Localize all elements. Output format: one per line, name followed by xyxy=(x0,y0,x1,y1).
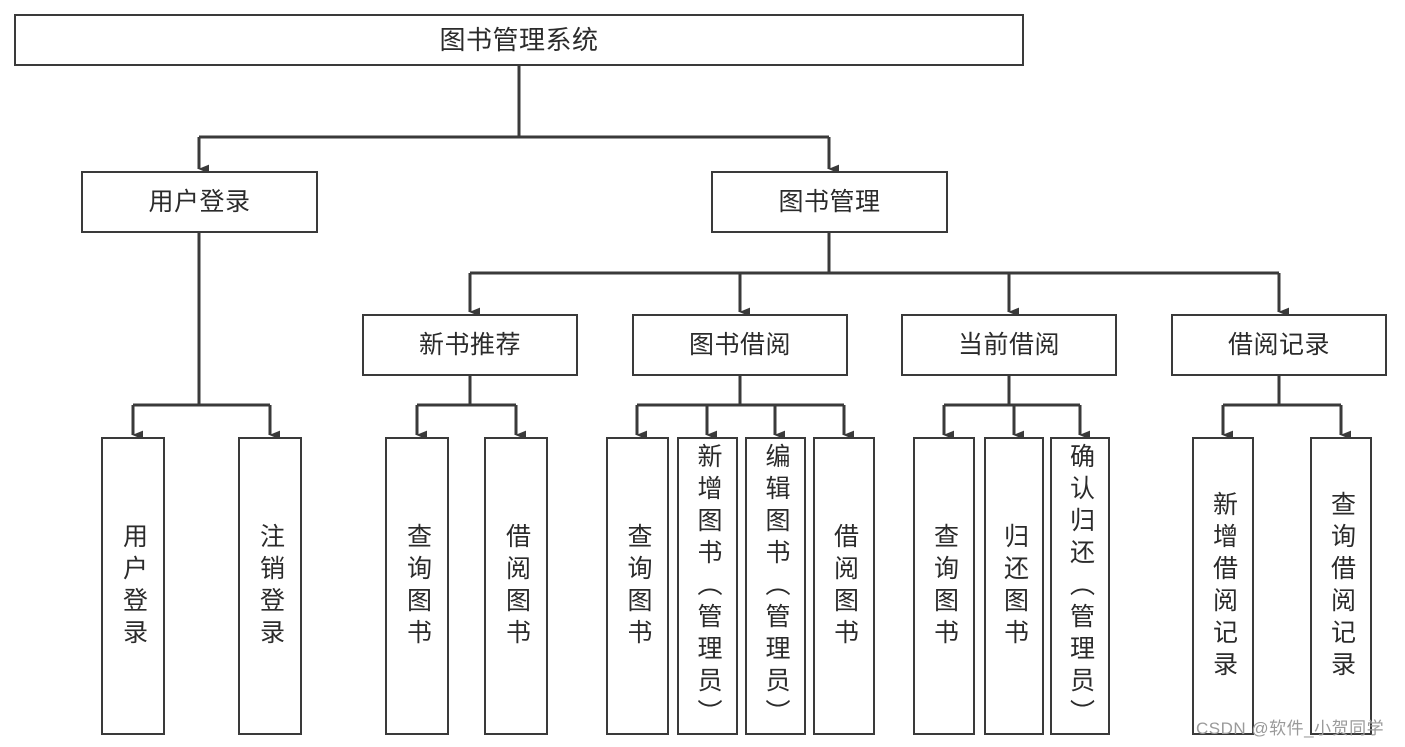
node-leaf-query-record[interactable]: 查询借阅记录 xyxy=(1310,437,1372,735)
node-leaf-query-book-borrow-label: 查询图书 xyxy=(624,523,652,651)
node-leaf-borrow-book-label: 借阅图书 xyxy=(830,523,859,651)
node-leaf-user-login[interactable]: 用户登录 xyxy=(101,437,165,735)
node-leaf-borrow-book[interactable]: 借阅图书 xyxy=(813,437,875,735)
node-leaf-logout-label: 注销登录 xyxy=(256,523,285,651)
node-new-book-rec[interactable]: 新书推荐 xyxy=(362,314,578,376)
node-borrow-record-label: 借阅记录 xyxy=(1227,330,1330,359)
node-leaf-add-record-label: 新增借阅记录 xyxy=(1209,491,1238,683)
node-leaf-query-book-cur[interactable]: 查询图书 xyxy=(913,437,975,735)
node-leaf-confirm-return[interactable]: 确认归还（管理员） xyxy=(1050,437,1110,735)
node-root-label: 图书管理系统 xyxy=(439,25,599,55)
node-leaf-query-book-borrow[interactable]: 查询图书 xyxy=(606,437,669,735)
node-leaf-add-book[interactable]: 新增图书（管理员） xyxy=(677,437,738,735)
node-leaf-confirm-return-label: 确认归还（管理员） xyxy=(1066,443,1095,731)
node-leaf-return-book[interactable]: 归还图书 xyxy=(984,437,1044,735)
node-leaf-add-book-label: 新增图书（管理员） xyxy=(694,443,722,731)
node-leaf-borrow-book-rec-label: 借阅图书 xyxy=(502,523,531,651)
node-current-borrow[interactable]: 当前借阅 xyxy=(901,314,1117,376)
node-new-book-rec-label: 新书推荐 xyxy=(418,330,521,359)
node-leaf-edit-book[interactable]: 编辑图书（管理员） xyxy=(745,437,806,735)
node-leaf-query-book-rec-label: 查询图书 xyxy=(403,523,432,651)
node-root[interactable]: 图书管理系统 xyxy=(14,14,1024,66)
node-user-login-label: 用户登录 xyxy=(148,187,251,216)
node-book-borrow[interactable]: 图书借阅 xyxy=(632,314,848,376)
node-leaf-borrow-book-rec[interactable]: 借阅图书 xyxy=(484,437,548,735)
node-book-manage[interactable]: 图书管理 xyxy=(711,171,948,233)
node-leaf-user-login-label: 用户登录 xyxy=(119,523,148,651)
node-leaf-logout[interactable]: 注销登录 xyxy=(238,437,302,735)
node-book-borrow-label: 图书借阅 xyxy=(688,330,791,359)
node-leaf-query-book-cur-label: 查询图书 xyxy=(930,523,959,651)
node-borrow-record[interactable]: 借阅记录 xyxy=(1171,314,1387,376)
node-book-manage-label: 图书管理 xyxy=(778,187,881,216)
node-current-borrow-label: 当前借阅 xyxy=(957,330,1060,359)
node-leaf-return-book-label: 归还图书 xyxy=(1000,523,1029,651)
node-leaf-add-record[interactable]: 新增借阅记录 xyxy=(1192,437,1254,735)
node-leaf-query-book-rec[interactable]: 查询图书 xyxy=(385,437,449,735)
node-leaf-query-record-label: 查询借阅记录 xyxy=(1327,491,1356,683)
node-user-login[interactable]: 用户登录 xyxy=(81,171,318,233)
node-leaf-edit-book-label: 编辑图书（管理员） xyxy=(762,443,790,731)
